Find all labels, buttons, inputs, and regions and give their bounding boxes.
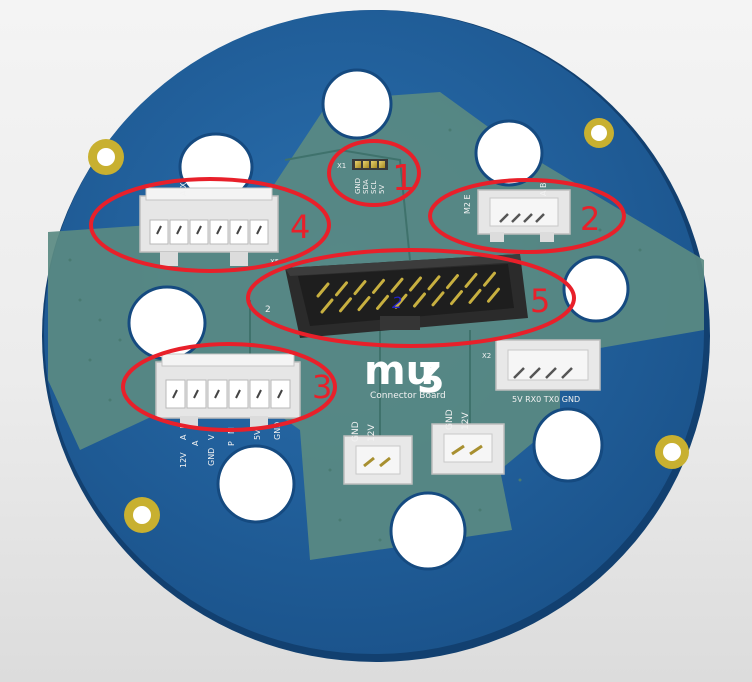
header-pin bbox=[413, 292, 426, 308]
header-pin bbox=[320, 298, 334, 314]
annotation-label-3: 3 bbox=[312, 368, 332, 406]
top-left-fragment: A X bbox=[179, 182, 188, 196]
top-right-fragment: M2 E bbox=[463, 194, 472, 214]
header-pin bbox=[427, 275, 441, 291]
x1-pin-5v: 5V bbox=[378, 185, 386, 194]
x1-header bbox=[352, 159, 388, 170]
header-pin bbox=[394, 293, 408, 309]
x1-pin-labels: GND SDA SCL 5V bbox=[354, 178, 386, 194]
annotation-label-4: 4 bbox=[290, 208, 310, 246]
header-pin bbox=[431, 291, 445, 307]
bl-label-a1: A bbox=[179, 434, 188, 440]
header-pin bbox=[335, 281, 348, 297]
pin-number: 2 bbox=[265, 305, 271, 315]
v12-label-b: 12V bbox=[461, 412, 471, 430]
annotation-label-5: 5 bbox=[530, 282, 550, 320]
annotation-ellipse-5 bbox=[246, 248, 576, 348]
header-pin bbox=[390, 277, 404, 293]
header-pin bbox=[376, 294, 389, 310]
board-subtitle: Connector Board bbox=[370, 391, 446, 401]
annotation-ellipse-2 bbox=[428, 178, 626, 254]
header-pin bbox=[357, 296, 371, 312]
x1-ref: X1 bbox=[337, 162, 346, 170]
x1-pin-sda: SDA bbox=[362, 179, 370, 194]
bl-label-p: P bbox=[227, 441, 236, 446]
header-pin bbox=[483, 271, 496, 287]
board-logo-mark: ʒ bbox=[418, 348, 444, 394]
header-pin bbox=[316, 282, 330, 298]
header-pin bbox=[446, 274, 459, 290]
header-mark: 2 bbox=[392, 293, 402, 312]
header-pin bbox=[372, 278, 385, 294]
connector-x2 bbox=[495, 339, 601, 391]
header-pin bbox=[409, 276, 422, 292]
x1-pin-gnd: GND bbox=[354, 178, 362, 194]
bl-label-gnd2: GND bbox=[273, 422, 282, 440]
connector-4 bbox=[139, 187, 279, 266]
annotation-ellipses bbox=[89, 139, 626, 432]
header-pin bbox=[487, 287, 500, 303]
bl-label-gnd1: GND bbox=[207, 448, 216, 466]
bl-label-12v: 12V bbox=[179, 452, 188, 468]
annotation-ellipse-4 bbox=[89, 177, 331, 273]
x1-pin-scl: SCL bbox=[370, 181, 378, 194]
annotation-label-1: 1 bbox=[392, 158, 415, 199]
header-pin bbox=[450, 290, 463, 306]
top-right-fragment-b: A B bbox=[539, 182, 548, 196]
connector-3 bbox=[155, 353, 301, 428]
bl-label-v: V bbox=[207, 434, 216, 440]
annotation-label-2: 2 bbox=[580, 200, 600, 238]
x2-ref: X2 bbox=[482, 352, 491, 360]
gnd-label-a: GND bbox=[351, 421, 361, 442]
header-pin bbox=[339, 297, 352, 313]
connector-2 bbox=[477, 189, 571, 242]
annotation-ellipse-1 bbox=[327, 139, 421, 207]
v12-label-a: 12V bbox=[367, 424, 377, 442]
header-pin bbox=[468, 288, 482, 304]
board-logo: mu bbox=[364, 348, 434, 394]
power-connector-a bbox=[343, 435, 413, 485]
gnd-label-b: GND bbox=[445, 409, 455, 430]
brass-pads bbox=[88, 118, 689, 533]
header-pin bbox=[464, 272, 478, 288]
x2-pin-labels: 5V RX0 TX0 GND bbox=[512, 395, 580, 404]
power-connector-b bbox=[431, 423, 505, 475]
bl-label-5v: 5V bbox=[253, 429, 262, 440]
header-pin bbox=[353, 280, 367, 296]
annotation-ellipse-3 bbox=[121, 342, 337, 432]
mounting-holes bbox=[127, 68, 630, 571]
header-pins bbox=[316, 271, 500, 314]
bl-label-a2: A bbox=[191, 440, 200, 446]
